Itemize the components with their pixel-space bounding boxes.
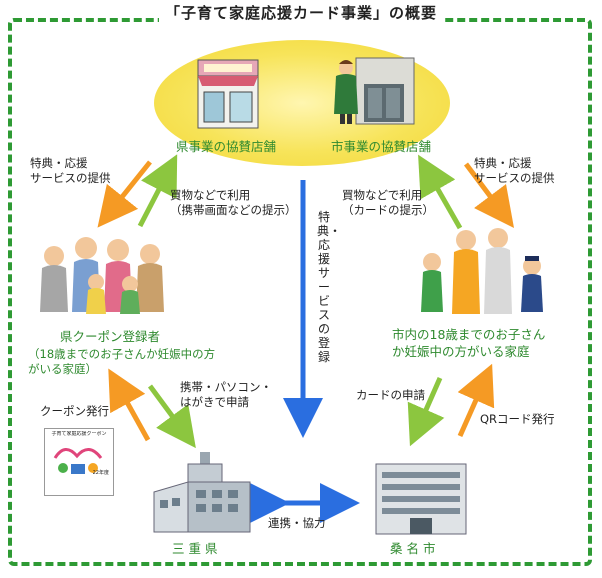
coupon-issue-label: クーポン発行 bbox=[40, 404, 109, 418]
mie-label: 三 重 県 bbox=[172, 541, 218, 556]
pref-registrants-desc: （18歳までのお子さんか妊娠中の方がいる家庭） bbox=[28, 347, 216, 376]
city-shops-label: 市事業の協賛店舗 bbox=[331, 139, 432, 154]
arrow-use-left bbox=[137, 154, 178, 228]
benefit-left-label: 特典・応援サービスの提供 bbox=[30, 156, 111, 185]
arrow-use-right bbox=[418, 154, 463, 230]
city-shop-icon bbox=[334, 57, 415, 125]
apply-mobile-label: 携帯・パソコン・はがきで申請 bbox=[180, 380, 272, 409]
pref-registrants-label: 県クーポン登録者 bbox=[60, 329, 161, 344]
arrow-card-apply bbox=[407, 376, 445, 447]
kuwana-building-icon bbox=[375, 463, 467, 535]
cooperation-label: 連携・協力 bbox=[268, 516, 326, 530]
pref-shop-icon bbox=[197, 59, 259, 129]
pref-families-illustration bbox=[40, 237, 164, 314]
arrow-apply-mobile bbox=[147, 384, 196, 449]
use-right-label: 買物などで利用（カードの提示） bbox=[342, 188, 434, 217]
diagram-title: 「子育て家庭応援カード事業」の概要 bbox=[0, 2, 602, 23]
coupon-card-header: 子育て家庭応援クーポン bbox=[51, 431, 107, 437]
coupon-card: 子育て家庭応援クーポン 22年度 bbox=[44, 428, 114, 496]
arrow-benefit-left bbox=[97, 160, 152, 228]
pref-shops-label: 県事業の協賛店舗 bbox=[176, 139, 277, 154]
benefit-right-label: 特典・応援サービスの提供 bbox=[474, 156, 555, 185]
city-families-label: 市内の18歳までのお子さんか妊娠中の方がいる家庭 bbox=[392, 327, 546, 359]
coupon-card-logo bbox=[53, 448, 103, 474]
kuwana-label: 桑 名 市 bbox=[390, 541, 436, 556]
arrow-benefit-right bbox=[464, 162, 514, 228]
use-left-label: 買物などで利用（携帯画面などの提示） bbox=[170, 188, 297, 217]
card-apply-label: カードの申請 bbox=[356, 388, 425, 402]
qr-issue-label: QRコード発行 bbox=[480, 412, 555, 426]
mie-building-icon bbox=[153, 452, 251, 533]
city-families-illustration bbox=[421, 228, 543, 314]
arrow-coupon-issue bbox=[108, 368, 151, 442]
arrow-qr-issue bbox=[457, 363, 495, 438]
registration-vertical-label: 特典・応援サービスの登録 bbox=[317, 210, 342, 364]
coupon-card-year: 22年度 bbox=[92, 470, 109, 476]
